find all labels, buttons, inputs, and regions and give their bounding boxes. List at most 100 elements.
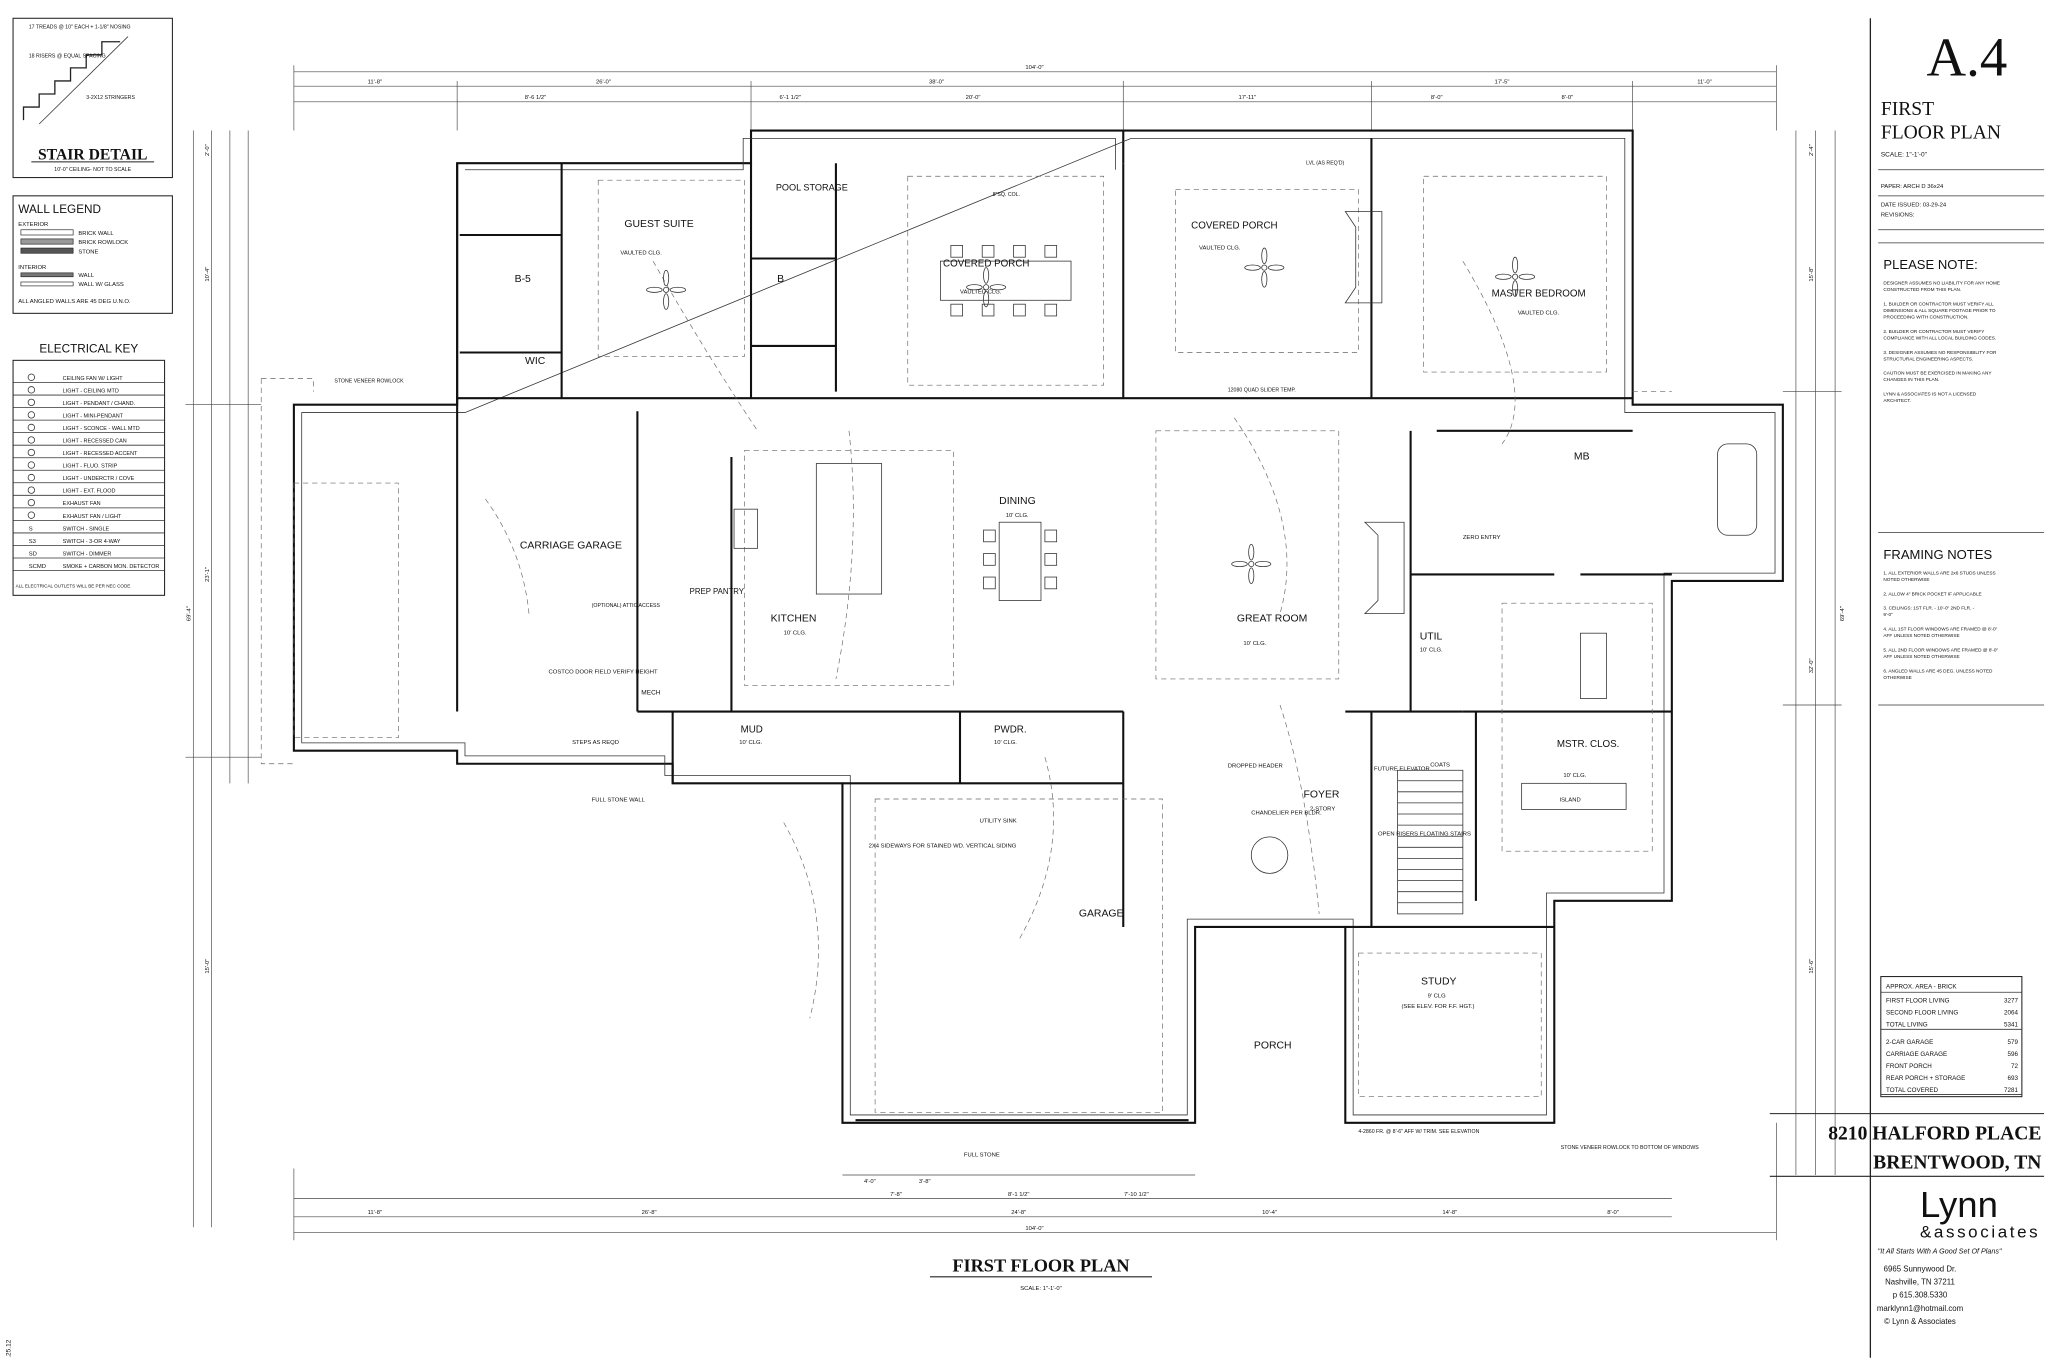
framing-note-item: 1. ALL EXTERIOR WALLS ARE 2x6 STUDS UNLE… bbox=[1883, 570, 1995, 575]
coats-label: COATS bbox=[1430, 762, 1450, 768]
dim-top: 11'-0" bbox=[1697, 80, 1712, 86]
electrical-key: ELECTRICAL KEY CEILING FAN W/ LIGHTLIGHT… bbox=[12, 343, 166, 596]
dim-bottom: 24'-8" bbox=[1011, 1210, 1026, 1216]
porch-chair bbox=[950, 303, 964, 317]
foyer-stair bbox=[1397, 769, 1464, 915]
porch-chair bbox=[1013, 303, 1026, 317]
electrical-key-item: SMOKE + CARBON MON. DETECTOR bbox=[63, 564, 160, 570]
dim-bottom-secondary: 8'-1 1/2" bbox=[1008, 1192, 1029, 1198]
area-table-title: APPROX. AREA - BRICK bbox=[1886, 983, 1957, 990]
electrical-key-item: LIGHT - CEILING MTD bbox=[63, 388, 119, 394]
stone-veneer-note: STONE VENEER ROWLOCK bbox=[334, 379, 404, 385]
sheet-paper: PAPER: ARCH D 36x24 bbox=[1881, 184, 1944, 190]
area-row-value: 5341 bbox=[2004, 1022, 2018, 1029]
wall-legend-item: BRICK ROWLOCK bbox=[78, 240, 128, 246]
room-label-covered-porch-2: COVERED PORCH bbox=[1191, 220, 1277, 231]
area-row-label: TOTAL LIVING bbox=[1886, 1022, 1928, 1029]
electrical-key-item: LIGHT - UNDERCTR / COVE bbox=[63, 476, 135, 482]
dining-chair bbox=[983, 576, 996, 590]
room-label-study: STUDY bbox=[1421, 976, 1456, 987]
open-risers-label: OPEN RISERS FLOATING STAIRS bbox=[1378, 832, 1471, 838]
firm-tagline: "It All Starts With A Good Set Of Plans" bbox=[1878, 1247, 2002, 1255]
electrical-symbol-icon bbox=[27, 448, 36, 457]
room-label-foyer: FOYER bbox=[1304, 790, 1340, 801]
electrical-symbol-icon bbox=[27, 398, 36, 407]
carriage-garage-note: COSTCO DOOR FIELD VERIFY HEIGHT bbox=[549, 670, 658, 676]
please-note-item: CAUTION MUST BE EXERCISED IN MAKING ANY bbox=[1883, 371, 1992, 376]
electrical-symbol-icon bbox=[27, 436, 36, 444]
electrical-key-symbol: SD bbox=[29, 551, 37, 557]
electrical-key-item: LIGHT - SCONCE - WALL MTD bbox=[63, 426, 140, 432]
room-ceiling-util: 10' CLG. bbox=[1420, 647, 1443, 653]
electrical-symbol-icon bbox=[27, 423, 36, 432]
area-row-value: 3277 bbox=[2004, 998, 2018, 1005]
room-label-island: ISLAND bbox=[1560, 798, 1581, 804]
please-note-item: ARCHITECT. bbox=[1883, 398, 1911, 403]
please-note-item: CONSTRUCTED FROM THIS PLAN. bbox=[1883, 287, 1961, 292]
firm-street: 6965 Sunnywood Dr. bbox=[1884, 1265, 1957, 1274]
framing-note-item: 9'-0" bbox=[1883, 612, 1893, 617]
sheet-number: A.4 bbox=[1927, 27, 2008, 88]
electrical-key-item: SWITCH - SINGLE bbox=[63, 526, 110, 532]
room-label-b: B bbox=[777, 274, 784, 285]
room-labels: GUEST SUITE VAULTED CLG. POOL STORAGE CO… bbox=[334, 161, 1699, 1159]
electrical-symbol-icon bbox=[27, 386, 36, 394]
study-note: (SEE ELEV. FOR F.F. HGT.) bbox=[1401, 1004, 1474, 1010]
sheet-scale: SCALE: 1"-1'-0" bbox=[1881, 152, 1928, 159]
room-ceiling-study: 9' CLG bbox=[1428, 993, 1446, 999]
future-elevator-label: FUTURE ELEVATOR bbox=[1374, 766, 1430, 772]
electrical-key-item: LIGHT - RECESSED ACCENT bbox=[63, 451, 138, 457]
dim-bottom: 8'-0" bbox=[1607, 1210, 1619, 1216]
room-ceiling-dining: 10' CLG. bbox=[1006, 513, 1029, 519]
wall-legend: WALL LEGEND EXTERIOR BRICK WALL BRICK RO… bbox=[12, 195, 173, 314]
dim-top-secondary: 8'-0" bbox=[1431, 95, 1443, 101]
dimension-labels: 104'-0" 104'-0" 11'-8" 26'-0" 38'-0" 17'… bbox=[187, 65, 1847, 1232]
chandelier-label: CHANDELIER PER BLDR. bbox=[1251, 811, 1322, 817]
area-row-label: 2-CAR GARAGE bbox=[1886, 1039, 1933, 1046]
stair-detail-title: STAIR DETAIL bbox=[38, 146, 148, 163]
room-ceiling-foyer: 2-STORY bbox=[1310, 807, 1335, 813]
ceiling-fan-icon bbox=[1495, 256, 1536, 297]
firm-logo-sub: &associates bbox=[1920, 1223, 2040, 1242]
area-row-value: 693 bbox=[2008, 1075, 2019, 1082]
framing-note-item: AFF UNLESS NOTED OTHERWISE bbox=[1883, 654, 1959, 659]
porch-chair bbox=[950, 245, 964, 258]
dim-bottom-secondary: 3'-8" bbox=[919, 1179, 931, 1185]
area-row-label: FIRST FLOOR LIVING bbox=[1886, 998, 1950, 1005]
wall-legend-item: STONE bbox=[78, 249, 98, 255]
wall-legend-item: WALL W/ GLASS bbox=[78, 282, 124, 288]
framing-note-item: 4. ALL 1ST FLOOR WINDOWS ARE FRAMED @ 8'… bbox=[1883, 627, 1997, 632]
room-label-porch: PORCH bbox=[1254, 1040, 1292, 1051]
full-stone-label: FULL STONE bbox=[964, 1153, 1000, 1159]
room-label-mstr-clos: MSTR. CLOS. bbox=[1557, 739, 1620, 750]
dim-right: 2'-4" bbox=[1809, 144, 1815, 156]
firm-logo-name: Lynn bbox=[1920, 1184, 1998, 1225]
dim-top-secondary: 6'-1 1/2" bbox=[779, 95, 800, 101]
framing-note-item: 5. ALL 2ND FLOOR WINDOWS ARE FRAMED @ 8'… bbox=[1883, 647, 1998, 652]
room-ceiling-master-bedroom: VAULTED CLG. bbox=[1518, 311, 1560, 317]
area-row-value: 596 bbox=[2008, 1051, 2019, 1058]
room-label-garage: GARAGE bbox=[1079, 909, 1124, 920]
room-label-covered-porch: COVERED PORCH bbox=[943, 258, 1029, 269]
porch-chair bbox=[981, 245, 995, 258]
sheet-title-line1: FIRST bbox=[1881, 99, 1934, 120]
please-note-item: CHANGES IN THIS PLAN. bbox=[1883, 377, 1939, 382]
electrical-key-title: ELECTRICAL KEY bbox=[39, 343, 138, 356]
framing-note-item: 2. ALLOW 4" BRICK POCKET IF APPLICABLE bbox=[1883, 591, 1981, 596]
stair-note-stringers: 3-2X12 STRINGERS bbox=[86, 95, 135, 101]
please-note-item: 1. BUILDER OR CONTRACTOR MUST VERIFY ALL bbox=[1883, 302, 1994, 307]
electrical-key-item: LIGHT - EXT. FLOOD bbox=[63, 489, 116, 495]
please-note-item: COMPLIANCE WITH ALL LOCAL BUILDING CODES… bbox=[1883, 335, 1996, 340]
room-label-util: UTIL bbox=[1420, 632, 1443, 643]
steps-label: STEPS AS REQD bbox=[572, 740, 619, 746]
room-label-mech: MECH bbox=[641, 690, 660, 697]
room-label-b5: B-5 bbox=[515, 274, 531, 285]
dim-right: 15'-6" bbox=[1809, 959, 1815, 974]
area-row-value: 2064 bbox=[2004, 1010, 2018, 1017]
dim-right: 32'-0" bbox=[1809, 658, 1815, 673]
area-row-label: FRONT PORCH bbox=[1886, 1063, 1932, 1070]
please-note-item: 3. DESIGNER ASSUMES NO RESPONSIBILITY FO… bbox=[1883, 350, 1997, 355]
dim-left: 2'-0" bbox=[205, 144, 211, 156]
dim-top-secondary: 8'-6 1/2" bbox=[525, 95, 546, 101]
